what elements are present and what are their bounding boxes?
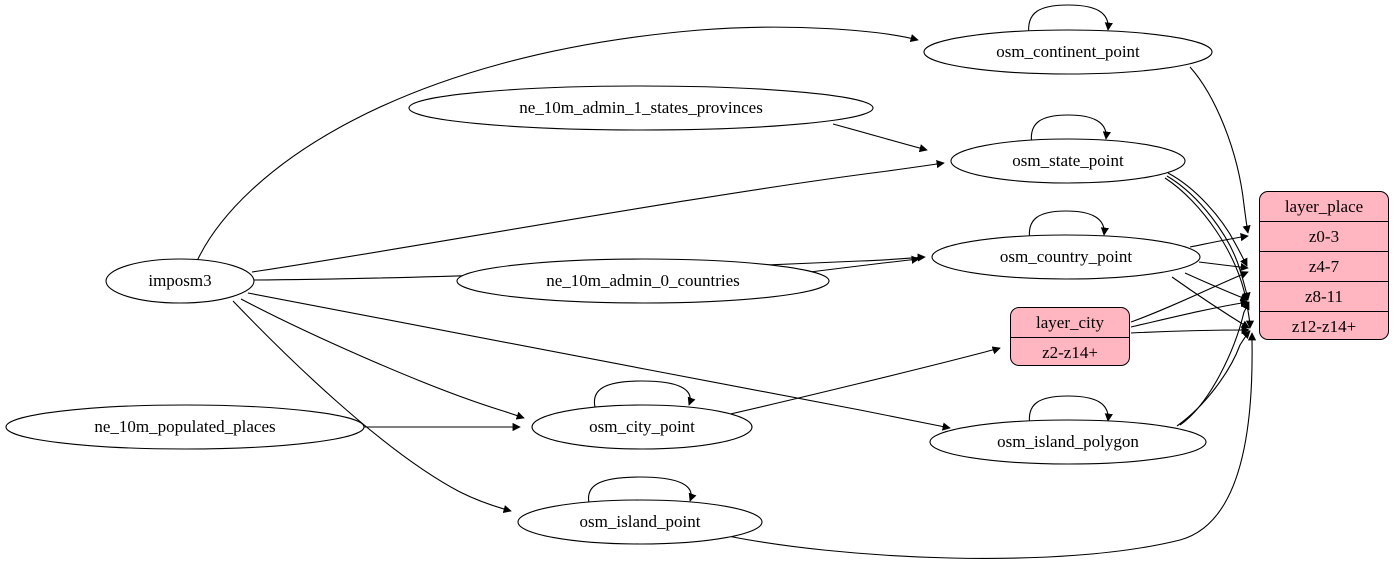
edge-self-loop-osm_city_point <box>593 380 696 412</box>
node-layer-city[interactable]: layer_city z2-z14+ <box>1010 307 1130 366</box>
edge-self-loop-osm_island_point <box>588 476 697 508</box>
edge-imposm3-to-osm_state_point <box>251 159 945 273</box>
edge-self-loop-osm_continent_point <box>1028 4 1113 36</box>
node-ne-10m-populated-places[interactable]: ne_10m_populated_places <box>5 404 365 450</box>
edge-imposm3-to-osm_island_point <box>232 300 512 514</box>
edge-self-loop-osm_state_point <box>1030 114 1111 146</box>
node-label-ne-countries: ne_10m_admin_0_countries <box>546 271 740 290</box>
layer-place-header: layer_place <box>1260 192 1388 222</box>
layer-place-row-z4-7[interactable]: z4-7 <box>1260 252 1388 282</box>
edge-imposm3-to-osm_continent_point <box>196 26 919 262</box>
edges-layer <box>196 4 1257 559</box>
node-ne-10m-admin-0-countries[interactable]: ne_10m_admin_0_countries <box>456 258 830 304</box>
node-osm-state-point[interactable]: osm_state_point <box>950 138 1186 184</box>
layer-city-row-z2-z14plus[interactable]: z2-z14+ <box>1042 343 1098 362</box>
edge-osm_country_point-to-layer_place-z4-7 <box>1198 261 1249 272</box>
node-label-osm-island-polygon: osm_island_polygon <box>997 432 1139 451</box>
node-osm-city-point[interactable]: osm_city_point <box>531 404 753 450</box>
node-osm-country-point[interactable]: osm_country_point <box>931 234 1201 280</box>
edge-osm_state_point-to-layer_place-z4-7 <box>1167 172 1248 267</box>
layer-place-row-z0-3[interactable]: z0-3 <box>1260 222 1388 252</box>
edge-layer_city-to-layer_place-z4-7 <box>1130 271 1249 323</box>
edge-osm_country_point-to-layer_place-z8-11 <box>1184 272 1249 302</box>
edge-osm_city_point-to-layer_city-z2-z14+ <box>725 346 1001 416</box>
edge-osm_island_polygon-to-layer_place-z12-z14+ <box>1176 330 1251 427</box>
node-label-osm-country-point: osm_country_point <box>1000 247 1132 266</box>
node-osm-continent-point[interactable]: osm_continent_point <box>923 29 1213 75</box>
edge-osm_continent_point-to-layer_place-z0-3 <box>1189 66 1251 234</box>
edge-osm_country_point-to-layer_place-z12-z14+ <box>1171 276 1250 329</box>
node-osm-island-point[interactable]: osm_island_point <box>517 499 763 545</box>
node-label-osm-continent-point: osm_continent_point <box>996 42 1140 61</box>
edge-imposm3-to-osm_island_polygon <box>247 292 951 431</box>
nodes-layer: imposm3 ne_10m_admin_1_states_provinces … <box>5 29 1213 545</box>
node-label-osm-island-point: osm_island_point <box>580 512 701 531</box>
edge-osm_country_point-to-layer_place-z0-3 <box>1189 233 1249 248</box>
node-layer-place[interactable]: layer_place z0-3 z4-7 z8-11 z12-z14+ <box>1259 191 1389 340</box>
edge-ne_countries-to-osm_country_point <box>809 255 920 273</box>
node-imposm3[interactable]: imposm3 <box>105 258 255 304</box>
node-label-ne-states: ne_10m_admin_1_states_provinces <box>519 98 763 117</box>
layer-place-row-z12-z14plus[interactable]: z12-z14+ <box>1291 317 1357 336</box>
layer-city-header: layer_city <box>1011 308 1129 338</box>
node-label-osm-state-point: osm_state_point <box>1012 151 1124 170</box>
edge-osm_state_point-to-layer_place-z8-11 <box>1166 175 1251 301</box>
node-osm-island-polygon[interactable]: osm_island_polygon <box>929 419 1207 465</box>
node-label-osm-city-point: osm_city_point <box>589 417 695 436</box>
edge-layer_city-to-layer_place-z8-11 <box>1130 299 1249 328</box>
edge-layer_city-to-layer_place-z12-z14+ <box>1130 325 1250 335</box>
edge-osm_island_polygon-to-layer_place-z8-11 <box>1179 301 1250 426</box>
edge-self-loop-osm_country_point <box>1028 210 1109 242</box>
layer-place-row-z8-11[interactable]: z8-11 <box>1260 282 1388 312</box>
edge-ne_states-to-osm_state_point <box>832 123 928 153</box>
edge-imposm3-to-osm_city_point <box>240 298 525 420</box>
edge-self-loop-osm_island_polygon <box>1028 395 1113 427</box>
node-ne-10m-admin-1-states-provinces[interactable]: ne_10m_admin_1_states_provinces <box>408 85 874 131</box>
node-label-imposm3: imposm3 <box>148 271 211 290</box>
edge-osm_island_point-to-layer_place-z12-z14+ <box>717 332 1257 559</box>
node-label-ne-places: ne_10m_populated_places <box>94 417 275 436</box>
